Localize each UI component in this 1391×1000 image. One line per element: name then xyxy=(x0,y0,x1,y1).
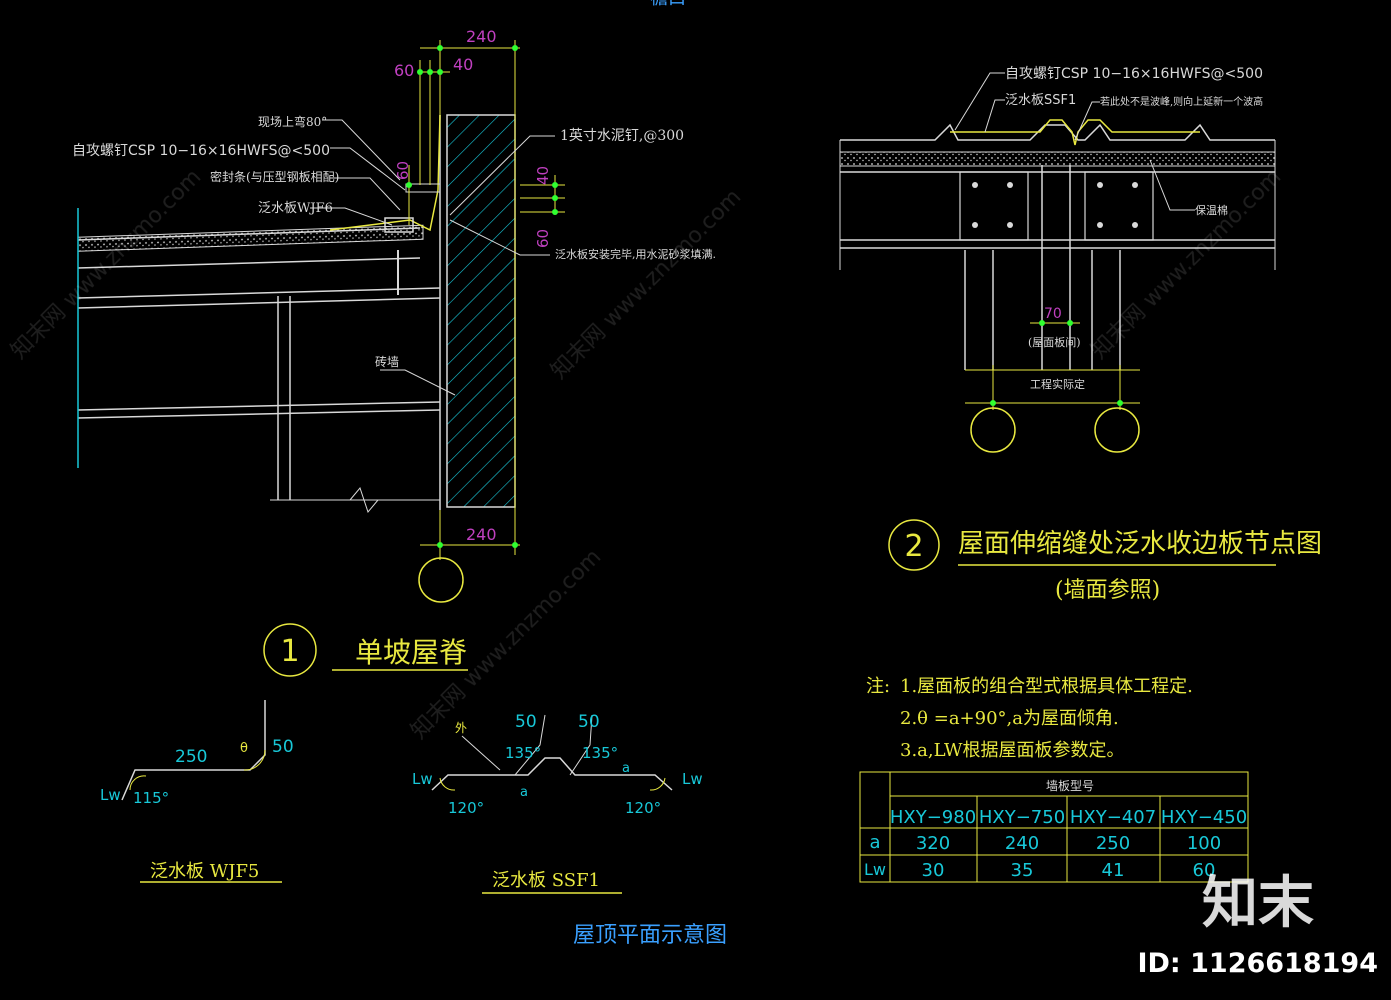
dim-r60: 60 xyxy=(534,229,552,248)
note-screw-1: 自攻螺钉CSP 10−16×16HWFS@<500 xyxy=(72,143,330,159)
wjf5-theta: θ xyxy=(240,741,248,756)
note-flashing-wjf6: 泛水板WJF6 xyxy=(258,201,333,216)
note-rivet: 1英寸水泥钉,@300 xyxy=(560,127,684,144)
top-cut-label: 檐口 xyxy=(650,0,686,9)
wjf5-lw: Lw xyxy=(100,786,121,804)
table-cell: 41 xyxy=(1102,860,1125,881)
table-col-3: HXY−407 xyxy=(1070,807,1156,828)
table-cell: 250 xyxy=(1096,833,1130,854)
ssf1-lw-left: Lw xyxy=(412,770,433,788)
wjf5-profile: 250 θ 50 Lw 115° xyxy=(100,700,294,807)
ssf1-a120-right: 120° xyxy=(625,799,661,817)
detail2-title: 屋面伸缩缝处泛水收边板节点图 xyxy=(958,529,1322,559)
flashing-wjf6-line xyxy=(329,114,441,232)
roof-panel-insulation-2 xyxy=(839,151,1276,167)
dim-r40: 40 xyxy=(534,166,552,185)
note-fill: 泛水板安装完毕,用水泥砂浆填满. xyxy=(555,247,716,261)
gap-dim: 70 xyxy=(1044,306,1062,322)
ssf1-top50-right: 50 xyxy=(578,712,600,732)
detail2-number: 2 xyxy=(904,529,923,564)
note-site-bend: 现场上弯80° xyxy=(258,114,327,129)
note-screw-2: 自攻螺钉CSP 10−16×16HWFS@<500 xyxy=(1005,66,1263,82)
detail1-drawing: 240 60 40 60 40 60 240 现场上弯80° 自攻螺钉CSP 1… xyxy=(72,27,716,603)
detail2-subtitle: (墙面参照) xyxy=(1055,578,1160,603)
wjf5-label: 泛水板 WJF5 xyxy=(150,861,259,882)
table-cell: 30 xyxy=(922,860,945,881)
table-col-2: HXY−750 xyxy=(979,807,1065,828)
table-cell: 320 xyxy=(916,833,950,854)
watermark-id: ID: 1126618194 xyxy=(1137,948,1378,979)
ssf1-a-left: a xyxy=(520,785,528,800)
watermark-brand: 知末 xyxy=(1202,871,1314,936)
gap-label: (屋面板间) xyxy=(1028,335,1081,349)
ssf1-outer: 外 xyxy=(455,721,467,735)
table-row-label-a: a xyxy=(869,832,880,853)
note-line-1: 1.屋面板的组合型式根据具体工程定. xyxy=(900,676,1193,697)
detail1-number: 1 xyxy=(280,634,299,669)
table-cell: 240 xyxy=(1005,833,1039,854)
note-extension: 若此处不是波峰,则向上延新一个波高 xyxy=(1100,95,1263,108)
table-cell: 100 xyxy=(1187,833,1221,854)
table-col-4: HXY−450 xyxy=(1161,807,1247,828)
dim-v60: 60 xyxy=(394,161,412,180)
brick-wall xyxy=(446,114,516,508)
dim-top-240: 240 xyxy=(466,27,497,46)
watermark-diagonal: 知末网 www.znzmo.com xyxy=(7,164,207,364)
dim-40: 40 xyxy=(453,55,473,74)
flashing-ssf1-line xyxy=(950,119,1200,146)
dim-60: 60 xyxy=(394,61,414,80)
table-cell: 60 xyxy=(1193,860,1216,881)
wjf5-angle: 115° xyxy=(133,789,169,807)
project-note: 工程实际定 xyxy=(1030,377,1085,391)
table-cell: 35 xyxy=(1011,860,1034,881)
table-row-label-lw: Lw xyxy=(864,860,886,879)
ssf1-a135-left: 135° xyxy=(505,744,541,762)
ssf1-top50-left: 50 xyxy=(515,712,537,732)
wjf5-len250: 250 xyxy=(175,747,207,767)
dim-bottom-240: 240 xyxy=(466,525,497,544)
wjf5-len50: 50 xyxy=(272,737,294,757)
note-flashing-ssf1: 泛水板SSF1 xyxy=(1005,93,1076,108)
parameter-table xyxy=(859,771,1249,883)
ssf1-profile: 外 50 50 135° 135° a a Lw Lw 120° 120° xyxy=(412,712,703,817)
ssf1-a120-left: 120° xyxy=(448,799,484,817)
axis-circle-2b xyxy=(1094,407,1140,453)
detail1-title: 单坡屋脊 xyxy=(355,636,467,669)
note-insulation: 保温棉 xyxy=(1195,203,1228,217)
axis-circle-2a xyxy=(970,407,1016,453)
watermark-diagonal: 知末网 www.znzmo.com xyxy=(1087,164,1287,364)
note-line-2: 2.θ =a+90°,a为屋面倾角. xyxy=(900,708,1119,729)
axis-circle-1 xyxy=(418,557,464,603)
table-group-header: 墙板型号 xyxy=(1046,779,1094,793)
table-col-1: HXY−980 xyxy=(890,807,976,828)
roof-plan-title: 屋顶平面示意图 xyxy=(573,923,727,948)
notes-prefix: 注: xyxy=(866,676,890,697)
watermark-diagonal: 知末网 www.znzmo.com xyxy=(547,184,747,384)
note-seal-strip: 密封条(与压型钢板相配) xyxy=(210,169,339,184)
ssf1-a135-right: 135° xyxy=(582,744,618,762)
note-line-3: 3.a,LW根据屋面板参数定。 xyxy=(900,740,1125,761)
ssf1-label: 泛水板 SSF1 xyxy=(492,870,600,891)
ssf1-a-right: a xyxy=(622,761,630,776)
note-wall: 砖墙 xyxy=(375,354,399,369)
detail2-drawing: 70 (屋面板间) 工程实际定 自攻螺钉CSP 10−16×16HWFS@<50… xyxy=(839,66,1276,453)
detail1-number-circle xyxy=(263,623,317,677)
ssf1-lw-right: Lw xyxy=(682,770,703,788)
detail2-number-circle xyxy=(888,519,940,571)
